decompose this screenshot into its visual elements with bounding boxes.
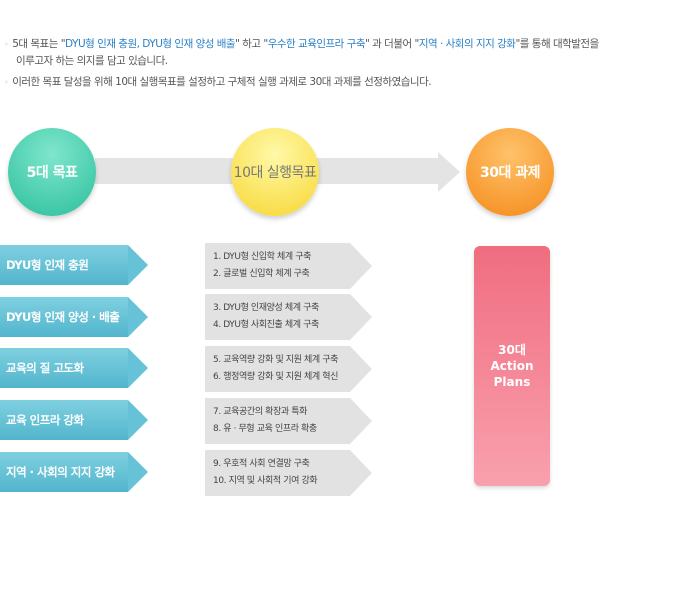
task-item: 9. 우호적 사회 연결망 구축 [213,459,310,469]
circle-5-goals: 5대 목표 [8,128,96,216]
task-item: 6. 행정역량 강화 및 지원 체계 혁신 [213,372,338,382]
plans-text: 30대 [498,343,526,357]
goal-arrow: DYU형 인재 충원 [0,245,148,285]
text: 이루고자 하는 의지를 담고 있습니다. [16,55,168,67]
task-item: 4. DYU형 사회진출 체계 구축 [213,320,319,330]
task-arrow: 5. 교육역량 강화 및 지원 체계 구축 6. 행정역량 강화 및 지원 체계 … [205,346,372,392]
task-arrow: 3. DYU형 인재양성 체계 구축 4. DYU형 사회진출 체계 구축 [205,294,372,340]
circle-10-execution-goals: 10대 실행목표 [231,128,319,216]
highlight: 지역 · 사회의 지지 강화 [418,38,516,50]
plans-text: Plans [493,375,531,389]
task-item: 10. 지역 및 사회적 기여 강화 [213,476,318,486]
intro-line-1: ◦5대 목표는 "DYU형 인재 충원, DYU형 인재 양성 배출" 하고 "… [4,36,599,70]
text: " 과 더불어 " [365,38,419,50]
goal-arrow: 교육 인프라 강화 [0,400,148,440]
intro-line-2: ◦이러한 목표 달성을 위해 10대 실행목표를 설정하고 구체적 실행 과제로… [4,74,432,91]
task-arrow: 1. DYU형 신입학 체계 구축 2. 글로벌 신입학 체계 구축 [205,243,372,289]
text: " 하고 " [235,38,268,50]
bullet-icon: ◦ [4,40,9,49]
task-arrow: 7. 교육공간의 확장과 특화 8. 유 · 무형 교육 인프라 확충 [205,398,372,444]
task-item: 2. 글로벌 신입학 체계 구축 [213,269,310,279]
highlight: 우수한 교육인프라 구축 [267,38,366,50]
task-item: 1. DYU형 신입학 체계 구축 [213,252,311,262]
task-item: 3. DYU형 인재양성 체계 구축 [213,303,319,313]
bullet-icon: ◦ [4,78,9,87]
task-arrow: 9. 우호적 사회 연결망 구축 10. 지역 및 사회적 기여 강화 [205,450,372,496]
task-item: 5. 교육역량 강화 및 지원 체계 구축 [213,355,338,365]
circle-30-tasks: 30대 과제 [466,128,554,216]
flow-arrow-head-icon [438,152,460,192]
task-item: 7. 교육공간의 확장과 특화 [213,407,307,417]
task-item: 8. 유 · 무형 교육 인프라 확충 [213,424,317,434]
goal-arrow: 교육의 질 고도화 [0,348,148,388]
text: 이러한 목표 달성을 위해 10대 실행목표를 설정하고 구체적 실행 과제로 … [12,76,432,88]
goal-arrow: 지역 · 사회의 지지 강화 [0,452,148,492]
highlight: DYU형 인재 충원, DYU형 인재 양성 배출 [65,38,236,50]
goal-arrow: DYU형 인재 양성 · 배출 [0,297,148,337]
text: 5대 목표는 " [12,38,66,50]
text: "를 통해 대학발전을 [515,38,599,50]
plans-text: Action [490,359,534,373]
